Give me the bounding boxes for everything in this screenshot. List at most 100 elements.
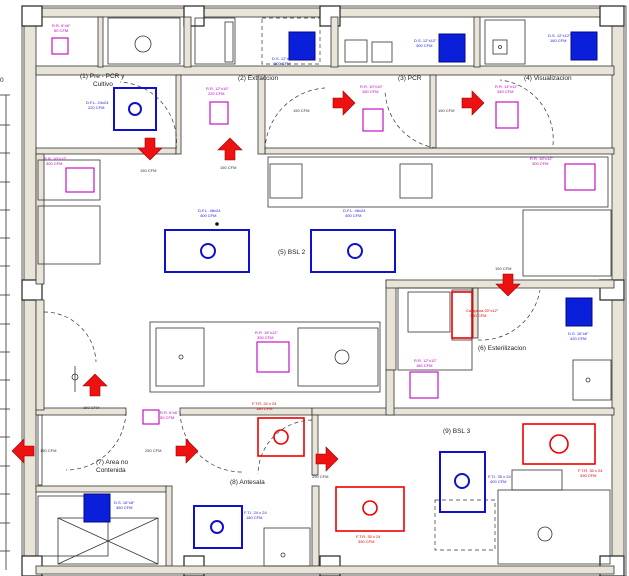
- room-labels: (1) Pre - PCR y Cultivo (2) Extraccion (…: [80, 73, 572, 486]
- flow-label-ext-up: 150 CFM: [220, 165, 236, 170]
- label-fti-ante: F.T.I. 24 x 24: [244, 510, 267, 515]
- arrow-right-antesala: [175, 438, 199, 464]
- arrow-right-bsl3: [315, 446, 339, 472]
- arrow-right-pcr-vis: [461, 90, 485, 116]
- label-dfl-pre-cfm: 220 CFM: [88, 105, 104, 110]
- label-rr-ext: R.R. 12"x10": [206, 86, 229, 91]
- label-rr-vis: R.R. 14"x12": [495, 84, 518, 89]
- room-label-pcr: (3) PCR: [398, 75, 422, 82]
- fti-antesala: [193, 505, 243, 549]
- ds-esterilizacion: [565, 297, 593, 327]
- room-label-visualizacion: (4) Visualizacion: [524, 75, 572, 82]
- airflow-arrows: [11, 90, 521, 472]
- filters: [257, 291, 596, 532]
- label-ftr-bsl3-a: F.T.R. 35 x 24: [356, 534, 381, 539]
- flow-label-area7-up: 150 CFM: [83, 405, 99, 410]
- label-rr-6x6: R.R. 6"x6": [52, 23, 71, 28]
- room-label-area-no: (7) Area no: [96, 459, 129, 466]
- label-dfl-pre: D.F.L. 24x24: [86, 100, 109, 105]
- fixtures: [37, 17, 612, 567]
- room-label-extraccion: (2) Extraccion: [238, 75, 278, 82]
- rr-bsl2-bottom: [256, 341, 290, 373]
- arrow-down-est: [495, 273, 521, 297]
- label-rr-right: R.R. 16"x12": [530, 156, 553, 161]
- label-dfl-bsl2-b-cfm: 400 CFM: [345, 213, 361, 218]
- margin-number: 0: [0, 77, 4, 84]
- rr-visualizacion: [495, 101, 519, 129]
- label-ds-ext-cfm: 300 CFM: [274, 61, 290, 66]
- label-dfl-bsl2-a-cfm: 400 CFM: [200, 213, 216, 218]
- walls: [21, 5, 627, 576]
- label-rr-area7: R.R. 6"x6": [160, 410, 179, 415]
- label-ds-area7: D.S. 16"x8": [114, 500, 135, 505]
- room-label-bsl2: (5) BSL 2: [278, 249, 306, 256]
- label-rr-ext-cfm: 220 CFM: [208, 91, 224, 96]
- label-ftr-bsl3-a-cfm: 390 CFM: [358, 539, 374, 544]
- arrow-right-ext-pcr: [332, 90, 356, 116]
- ftr-antesala: [257, 417, 305, 457]
- rr-pcr: [362, 108, 384, 132]
- room-label-bsl3: (9) BSL 3: [443, 428, 471, 435]
- label-ftr-ante-cfm: 180 CFM: [256, 406, 272, 411]
- room-label-antesala: (8) Antesala: [230, 479, 265, 486]
- ftr-bsl3-b: [522, 423, 596, 465]
- symbols: [71, 222, 591, 558]
- label-rr-est: R.R. 12"x12": [414, 358, 437, 363]
- label-rr-pcr-cfm: 160 CFM: [362, 89, 378, 94]
- rr-6x6-top: [51, 37, 69, 55]
- label-rr-vis-cfm: 340 CFM: [497, 89, 513, 94]
- arrow-up-ext: [217, 137, 243, 161]
- rr-right: [564, 163, 596, 191]
- fti-bsl3: [439, 451, 486, 513]
- label-rr-bsl2-bottom: R.R. 16"x12": [255, 330, 278, 335]
- ceiling-dot: [215, 222, 219, 226]
- arrow-up-area7: [82, 373, 108, 397]
- rr-6x6-area7: [142, 409, 160, 425]
- arrow-left-area7: [11, 438, 35, 464]
- room-label-pre-pcr-2: Cultivo: [93, 81, 113, 88]
- rr-extraccion: [209, 101, 229, 125]
- label-ds-est-cfm: 420 CFM: [570, 336, 586, 341]
- margin-ticks: 0: [0, 77, 10, 570]
- label-rr-left: R.R. 16"x12": [44, 156, 67, 161]
- rr-left: [65, 167, 95, 193]
- label-ftr-bsl3-b: F.T.R. 35 x 24: [578, 468, 603, 473]
- label-ds-ext: D.S. 12"x12": [272, 56, 295, 61]
- label-fti-ante-cfm: 180 CFM: [246, 515, 262, 520]
- flow-label-antesala: 250 CFM: [145, 448, 161, 453]
- flow-label-bsl3: 250 CFM: [312, 474, 328, 479]
- label-rr-bsl2-bottom-cfm: 300 CFM: [257, 335, 273, 340]
- flow-label-est-down: 150 CFM: [495, 266, 511, 271]
- ds-extraccion: [288, 31, 316, 61]
- campana: [451, 291, 473, 339]
- label-ds-vis: D.S. 12"x12": [548, 33, 571, 38]
- label-dfl-bsl2-a: D.F.L. 48x24: [198, 208, 221, 213]
- airflow-labels: 150 CFM 150 CFM 150 CFM 150 CFM 150 CFM …: [40, 108, 511, 479]
- label-ds-pcr: D.S. 12"x12": [414, 38, 437, 43]
- label-fti-bsl3: F.T.I. 35 x 24: [488, 474, 511, 479]
- label-ftr-bsl3-b-cfm: 390 CFM: [580, 473, 596, 478]
- ds-area7: [83, 493, 111, 523]
- flow-label-area7-left: 150 CFM: [40, 448, 56, 453]
- label-rr-est-cfm: 180 CFM: [416, 363, 432, 368]
- room-label-contenida: Contenida: [96, 467, 126, 474]
- label-rr-6x6-cfm: 50 CFM: [54, 28, 68, 33]
- room-label-esterilizacion: (6) Esterilizacion: [478, 345, 526, 352]
- flow-label-pcr-vis: 150 CFM: [438, 108, 454, 113]
- label-ds-pcr-cfm: 300 CFM: [416, 43, 432, 48]
- room-label-pre-pcr: (1) Pre - PCR y: [80, 73, 125, 80]
- dfl-bsl2-a: [164, 229, 250, 273]
- rr-esterilizacion: [409, 371, 439, 399]
- label-ds-area7-cfm: 360 CFM: [116, 505, 132, 510]
- return-registers: [51, 37, 596, 425]
- label-rr-right-cfm: 300 CFM: [532, 161, 548, 166]
- label-rr-left-cfm: 300 CFM: [46, 161, 62, 166]
- arrow-down-pre: [137, 137, 163, 161]
- ds-pcr: [438, 33, 466, 63]
- supply-diffusers: [83, 31, 598, 549]
- label-rr-area7-cfm: 50 CFM: [160, 415, 174, 420]
- dfl-pre-pcr: [113, 87, 157, 131]
- label-ds-est: D.S. 16"x8": [568, 331, 589, 336]
- label-ftr-ante: F.T.R. 24 x 24: [252, 401, 277, 406]
